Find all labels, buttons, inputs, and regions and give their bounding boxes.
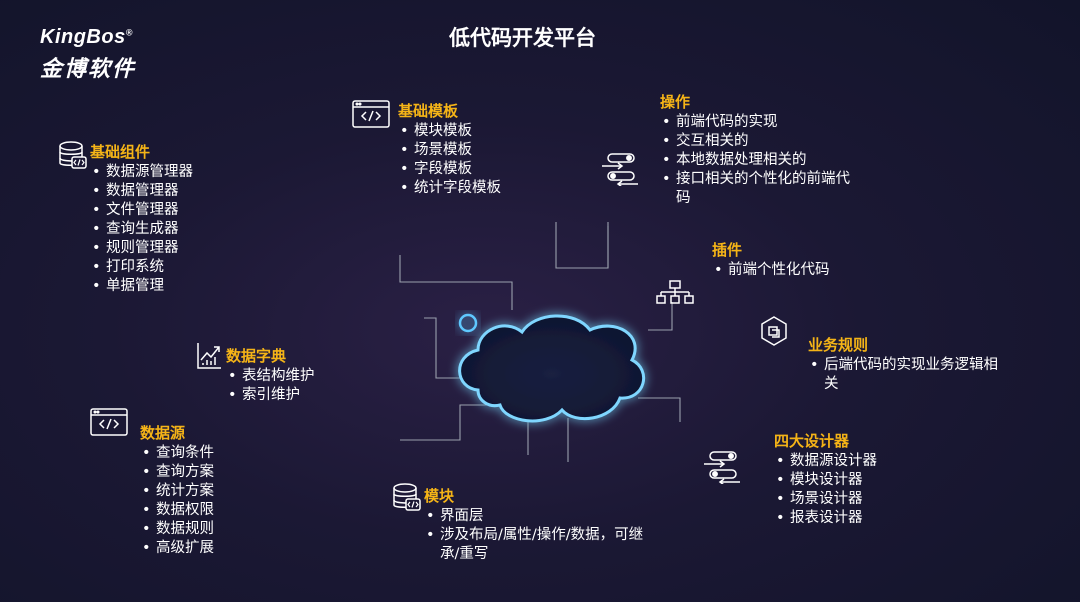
list-item: 模块设计器 <box>774 471 877 490</box>
item-list: 数据源管理器数据管理器文件管理器查询生成器规则管理器打印系统单据管理 <box>90 163 193 296</box>
list-item: 前端个性化代码 <box>712 261 830 280</box>
list-item: 交互相关的 <box>660 132 860 151</box>
brand-name-zh: 金博软件 <box>40 57 137 82</box>
list-item: 文件管理器 <box>90 201 193 220</box>
chart-growth-icon <box>196 342 222 370</box>
list-item: 统计方案 <box>140 482 214 501</box>
block-title: 插件 <box>712 241 743 259</box>
block-title: 基础组件 <box>90 143 151 161</box>
list-item: 接口相关的个性化的前端代码 <box>660 170 860 208</box>
list-item: 界面层 <box>424 507 646 526</box>
item-list: 查询条件查询方案统计方案数据权限数据规则高级扩展 <box>140 444 214 558</box>
list-item: 表结构维护 <box>226 367 315 386</box>
list-item: 查询方案 <box>140 463 214 482</box>
brand-logo: KingBos® 金博软件 <box>40 26 136 83</box>
database-code-icon <box>58 140 88 170</box>
browser-code-icon <box>352 100 390 128</box>
list-item: 查询条件 <box>140 444 214 463</box>
item-list: 数据源设计器模块设计器场景设计器报表设计器 <box>774 452 877 528</box>
hexagon-layers-icon <box>760 316 788 346</box>
list-item: 字段模板 <box>398 160 501 179</box>
list-item: 数据权限 <box>140 501 214 520</box>
list-item: 场景模板 <box>398 141 501 160</box>
list-item: 规则管理器 <box>90 239 193 258</box>
page-title: 低代码开发平台 <box>449 26 596 50</box>
item-list: 模块模板场景模板字段模板统计字段模板 <box>398 122 501 198</box>
list-item: 数据管理器 <box>90 182 193 201</box>
item-list: 后端代码的实现业务逻辑相关 <box>808 356 1008 394</box>
item-list: 表结构维护索引维护 <box>226 367 315 405</box>
block-title: 四大设计器 <box>774 432 850 450</box>
small-circle <box>458 313 478 333</box>
toggle-flow-icon <box>600 152 640 186</box>
block-plugins: 插件 前端个性化代码 <box>712 240 830 280</box>
block-title: 数据源 <box>140 424 186 442</box>
list-item: 报表设计器 <box>774 509 877 528</box>
list-item: 后端代码的实现业务逻辑相关 <box>808 356 1008 394</box>
item-list: 界面层涉及布局/属性/操作/数据，可继承/重写 <box>424 507 646 564</box>
block-basic-templates: 基础模板 模块模板场景模板字段模板统计字段模板 <box>398 101 501 198</box>
brand-name-en: KingBos® <box>40 26 133 48</box>
block-basic-components: 基础组件 数据源管理器数据管理器文件管理器查询生成器规则管理器打印系统单据管理 <box>90 142 193 296</box>
block-module: 模块 界面层涉及布局/属性/操作/数据，可继承/重写 <box>424 486 646 564</box>
block-title: 操作 <box>660 93 691 111</box>
list-item: 数据规则 <box>140 520 214 539</box>
block-title: 数据字典 <box>226 347 287 365</box>
list-item: 查询生成器 <box>90 220 193 239</box>
block-data-source: 数据源 查询条件查询方案统计方案数据权限数据规则高级扩展 <box>140 423 214 558</box>
list-item: 场景设计器 <box>774 490 877 509</box>
database-code-icon <box>392 482 422 512</box>
list-item: 单据管理 <box>90 277 193 296</box>
hierarchy-icon <box>656 280 694 304</box>
list-item: 模块模板 <box>398 122 501 141</box>
list-item: 前端代码的实现 <box>660 113 860 132</box>
block-four-designers: 四大设计器 数据源设计器模块设计器场景设计器报表设计器 <box>774 431 877 528</box>
block-title: 基础模板 <box>398 102 459 120</box>
block-data-dictionary: 数据字典 表结构维护索引维护 <box>226 346 315 405</box>
list-item: 数据源管理器 <box>90 163 193 182</box>
list-item: 统计字段模板 <box>398 179 501 198</box>
item-list: 前端代码的实现交互相关的本地数据处理相关的接口相关的个性化的前端代码 <box>660 113 860 208</box>
list-item: 涉及布局/属性/操作/数据，可继承/重写 <box>424 526 646 564</box>
list-item: 数据源设计器 <box>774 452 877 471</box>
toggle-flow-icon <box>702 450 742 484</box>
item-list: 前端个性化代码 <box>712 261 830 280</box>
browser-code-icon <box>90 408 128 436</box>
list-item: 打印系统 <box>90 258 193 277</box>
block-business-rules: 业务规则 后端代码的实现业务逻辑相关 <box>808 335 1008 394</box>
list-item: 索引维护 <box>226 386 315 405</box>
block-operations: 操作 前端代码的实现交互相关的本地数据处理相关的接口相关的个性化的前端代码 <box>660 92 860 208</box>
list-item: 本地数据处理相关的 <box>660 151 860 170</box>
list-item: 高级扩展 <box>140 539 214 558</box>
cloud-shape <box>458 314 645 423</box>
block-title: 模块 <box>424 487 455 505</box>
block-title: 业务规则 <box>808 336 869 354</box>
